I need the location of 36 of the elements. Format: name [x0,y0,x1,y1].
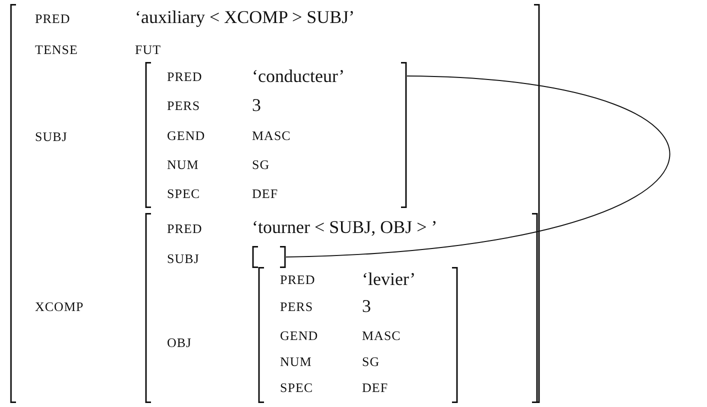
connector-line [286,76,668,258]
feature-name: TENSE [35,43,78,56]
attribute-value-matrix [258,267,458,403]
feature-value: MASC [362,329,401,342]
feature-name: SPEC [167,187,200,200]
feature-name: GEND [167,129,206,142]
feature-value: ‘tourner < SUBJ, OBJ > ’ [252,218,438,236]
attribute-value-matrix [10,4,540,403]
feature-name: XCOMP [35,300,84,313]
feature-value: ‘auxiliary < XCOMP > SUBJ’ [135,8,355,26]
feature-value: DEF [252,187,278,200]
feature-value: MASC [252,129,291,142]
feature-value: DEF [362,381,388,394]
feature-name: NUM [167,158,199,171]
feature-value: SG [252,158,270,171]
attribute-value-matrix [145,62,407,208]
feature-name: PERS [280,300,314,313]
feature-value: 3 [252,96,261,114]
feature-value: 3 [362,297,371,315]
feature-name: PERS [167,99,200,112]
feature-name: PRED [167,222,202,235]
feature-value: FUT [135,43,162,56]
feature-value: ‘levier’ [362,270,416,288]
empty-matrix [252,246,286,268]
feature-value: SG [362,355,380,368]
feature-value: ‘conducteur’ [252,67,345,85]
feature-name: PRED [35,12,70,25]
feature-name: PRED [167,70,202,83]
feature-name: PRED [280,273,316,286]
feature-name: SPEC [280,381,314,394]
feature-name: GEND [280,329,318,342]
feature-name: SUBJ [35,130,68,143]
feature-name: SUBJ [167,252,200,265]
feature-name: NUM [280,355,312,368]
feature-name: OBJ [167,336,192,349]
attribute-value-matrix [145,213,538,403]
